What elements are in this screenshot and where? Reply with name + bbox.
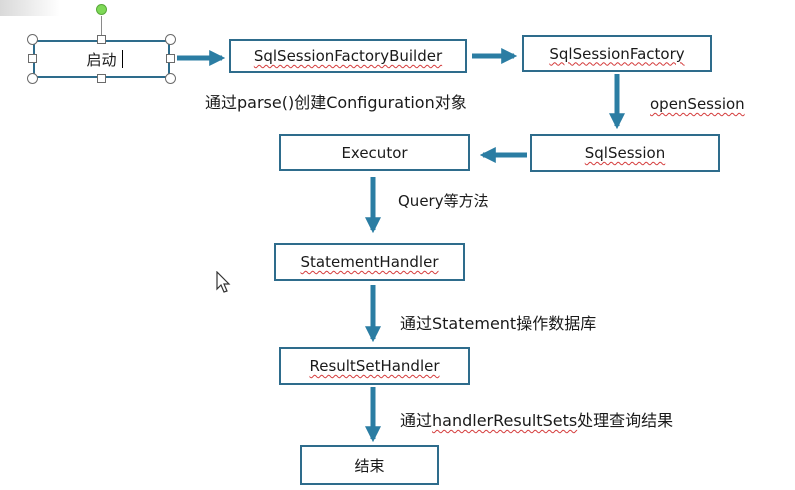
resultsethandler-node[interactable]: ResultSetHandler <box>279 347 470 385</box>
factory-node[interactable]: SqlSessionFactory <box>522 35 712 72</box>
window-corner-shadow <box>0 0 60 16</box>
resultsethandler-node-label: ResultSetHandler <box>309 357 440 375</box>
handler-result-suffix: 处理查询结果 <box>577 411 674 430</box>
resize-handle-bottom-right[interactable] <box>165 73 176 84</box>
builder-node[interactable]: SqlSessionFactoryBuilder <box>229 39 467 73</box>
resize-handle-right[interactable] <box>166 54 175 63</box>
handler-result-prefix: 通过 <box>400 411 433 430</box>
session-node[interactable]: SqlSession <box>530 134 720 172</box>
start-node-label: 启动 <box>86 50 117 69</box>
resize-handle-bottom[interactable] <box>97 74 106 83</box>
handler-result-method: handlerResultSets <box>432 411 578 430</box>
resize-handle-left[interactable] <box>28 54 37 63</box>
rotation-handle-stem <box>101 16 102 36</box>
statementhandler-node[interactable]: StatementHandler <box>274 243 465 281</box>
end-node-label: 结束 <box>354 456 385 475</box>
rotation-handle[interactable] <box>96 4 107 15</box>
start-node[interactable]: 启动 <box>33 40 170 78</box>
handler-result-label: 通过handlerResultSets处理查询结果 <box>400 407 673 431</box>
factory-node-label: SqlSessionFactory <box>549 44 685 63</box>
resize-handle-top-left[interactable] <box>27 34 38 45</box>
resize-handle-bottom-left[interactable] <box>27 73 38 84</box>
open-session-label: openSession <box>650 95 745 113</box>
text-cursor <box>122 50 123 68</box>
statement-label: 通过Statement操作数据库 <box>400 314 597 333</box>
statementhandler-node-label: StatementHandler <box>300 253 439 271</box>
resize-handle-top[interactable] <box>97 35 106 44</box>
executor-node-label: Executor <box>341 143 408 162</box>
session-node-label: SqlSession <box>584 144 666 162</box>
end-node[interactable]: 结束 <box>300 445 439 485</box>
mouse-pointer-icon <box>216 271 231 293</box>
resize-handle-top-right[interactable] <box>165 34 176 45</box>
executor-node[interactable]: Executor <box>279 134 470 171</box>
query-label: Query等方法 <box>398 192 489 210</box>
builder-node-label: SqlSessionFactoryBuilder <box>253 47 443 65</box>
builder-note-label: 通过parse()创建Configuration对象 <box>205 93 467 112</box>
